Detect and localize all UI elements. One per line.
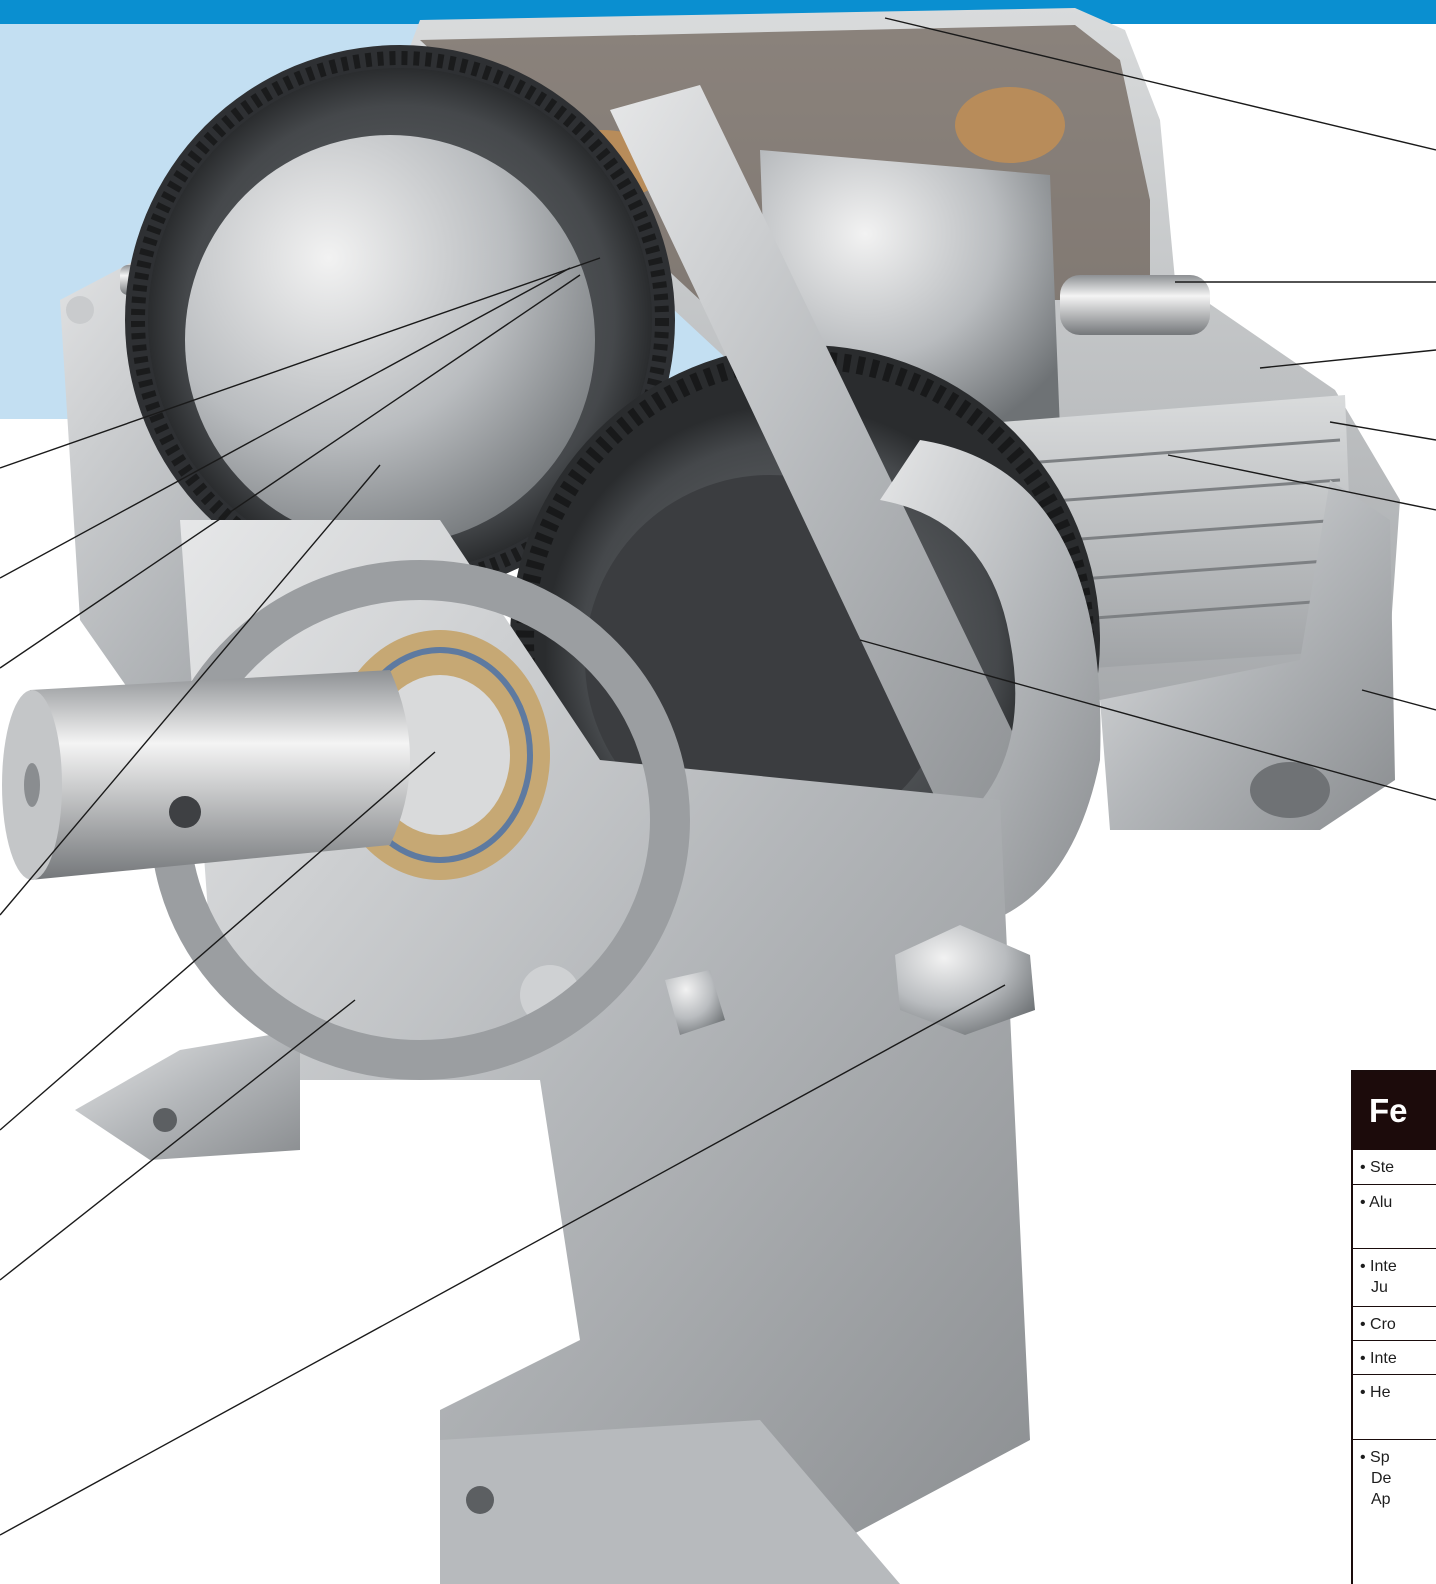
feature-row: • Sp De Ap [1353,1440,1436,1540]
feature-text: • Inte [1360,1350,1397,1367]
feature-text-continued: Ju [1371,1279,1388,1296]
feature-text-continued: De [1371,1470,1392,1487]
feature-text: • Sp [1360,1449,1390,1466]
feature-text: • Inte [1360,1258,1397,1275]
feature-text: • Alu [1360,1194,1393,1211]
feature-text: • He [1360,1384,1391,1401]
feature-text: • Ste [1360,1159,1395,1176]
feature-row: • Alu [1353,1185,1436,1249]
feature-text-continued: Ap [1371,1491,1391,1508]
feature-row: • Inte Ju [1353,1249,1436,1307]
feature-row: • Cro [1353,1307,1436,1341]
feature-row: • Inte [1353,1341,1436,1375]
feature-row: • He [1353,1375,1436,1440]
feature-text: • Cro [1360,1316,1396,1333]
features-table: Fe • Ste • Alu • Inte Ju • Cro • Inte • … [1351,1070,1436,1584]
features-table-title: Fe [1353,1072,1436,1150]
feature-row: • Ste [1353,1150,1436,1185]
